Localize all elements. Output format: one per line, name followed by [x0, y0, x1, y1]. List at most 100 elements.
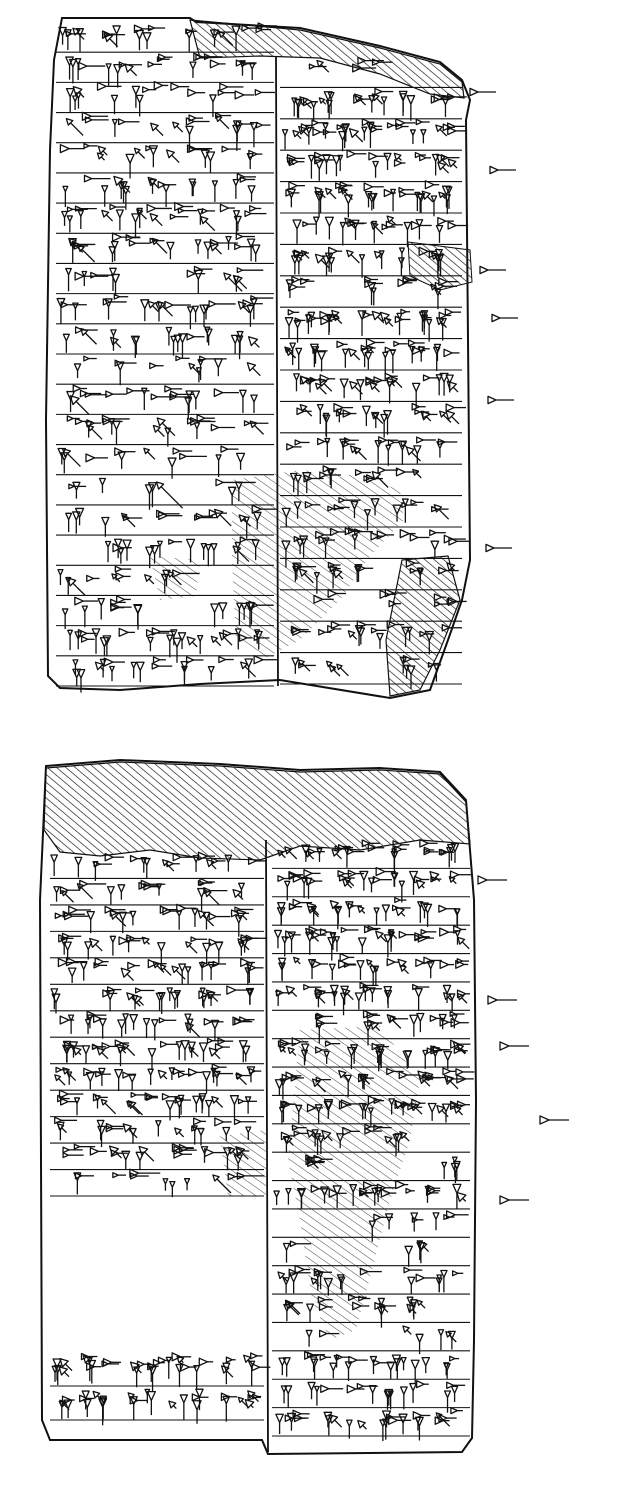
edge-wedge: [479, 265, 506, 275]
cuneiform-sign: [441, 1156, 461, 1184]
cuneiform-sign: [362, 1009, 383, 1046]
cuneiform-sign: [359, 866, 396, 893]
cuneiform-sign: [105, 387, 150, 398]
cuneiform-sign: [79, 1390, 104, 1418]
cuneiform-sign: [392, 498, 424, 523]
cuneiform-sign: [357, 925, 387, 955]
cuneiform-sign: [147, 53, 173, 68]
cuneiform-sign: [130, 656, 173, 683]
cuneiform-sign: [223, 1146, 250, 1171]
cuneiform-sign: [131, 203, 172, 239]
cuneiform-sign: [338, 1069, 352, 1098]
cuneiform-sign: [234, 628, 270, 650]
cuneiform-sign: [335, 181, 353, 218]
cuneiform-sign: [273, 1187, 292, 1206]
cuneiform-sign: [277, 1264, 311, 1294]
cuneiform-sign: [129, 854, 151, 879]
cuneiform-sign: [292, 562, 317, 584]
cuneiform-sign: [106, 884, 126, 905]
upper-damage-bottom-right: [385, 555, 461, 697]
cuneiform-sign: [61, 596, 99, 630]
cuneiform-sign: [310, 91, 335, 122]
cuneiform-sign: [339, 217, 367, 246]
cuneiform-sign: [84, 1010, 107, 1039]
cuneiform-sign: [185, 538, 218, 567]
cuneiform-sign: [92, 1093, 117, 1115]
cuneiform-sign: [232, 536, 260, 565]
cuneiform-sign: [434, 1407, 463, 1427]
cuneiform-sign: [443, 1381, 466, 1413]
cuneiform-sign: [399, 528, 430, 542]
cuneiform-sign: [354, 981, 382, 1010]
cuneiform-sign: [306, 902, 320, 926]
cuneiform-sign: [432, 1210, 469, 1231]
cuneiform-sign: [226, 985, 255, 1005]
cuneiform-sign: [306, 374, 336, 395]
upper-damage-top: [189, 19, 465, 99]
cuneiform-sign: [230, 906, 254, 937]
cuneiform-sign: [109, 267, 120, 296]
cuneiform-sign: [129, 1360, 151, 1388]
cuneiform-sign: [352, 56, 393, 73]
cuneiform-sign: [232, 120, 271, 151]
cuneiform-sign: [346, 249, 366, 278]
cuneiform-sign: [323, 1411, 343, 1436]
cuneiform-sign: [145, 538, 183, 569]
cuneiform-sign: [147, 1356, 170, 1392]
cuneiform-sign: [318, 620, 351, 636]
cuneiform-sign: [73, 1172, 95, 1195]
cuneiform-sign: [141, 385, 195, 411]
cuneiform-sign: [209, 28, 235, 48]
cuneiform-sign: [371, 310, 394, 327]
cuneiform-sign: [282, 1240, 312, 1263]
cuneiform-sign: [117, 1013, 139, 1037]
cuneiform-sign: [89, 1145, 128, 1159]
cuneiform-sign: [412, 983, 430, 1012]
cuneiform-sign: [370, 530, 395, 541]
cuneiform-sign: [185, 936, 208, 954]
cuneiform-sign: [240, 957, 264, 986]
cuneiform-sign: [356, 959, 380, 986]
cuneiform-sign: [364, 275, 384, 306]
cuneiform-sign: [369, 1355, 393, 1375]
cuneiform-sign: [329, 984, 354, 1016]
cuneiform-sign: [368, 1213, 394, 1242]
cuneiform-sign: [167, 447, 207, 479]
cuneiform-sign: [207, 655, 234, 681]
cuneiform-sign: [399, 654, 420, 689]
cuneiform-sign: [198, 1037, 234, 1063]
cuneiform-sign: [234, 89, 275, 100]
cuneiform-sign: [329, 1353, 368, 1382]
cuneiform-sign: [275, 1409, 310, 1435]
cuneiform-sign: [224, 854, 266, 872]
cuneiform-sign: [65, 86, 85, 113]
cuneiform-sign: [350, 498, 380, 530]
cuneiform-sign: [235, 59, 257, 81]
cuneiform-sign: [189, 52, 226, 78]
cuneiform-sign: [285, 181, 305, 208]
cuneiform-sign: [140, 299, 191, 322]
cuneiform-sign: [66, 384, 108, 416]
cuneiform-sign: [185, 28, 197, 52]
cuneiform-sign: [126, 987, 155, 1010]
cuneiform-sign: [325, 660, 349, 677]
cuneiform-sign: [435, 216, 469, 243]
cuneiform-sign: [339, 378, 363, 399]
cuneiform-sign: [443, 1355, 460, 1379]
cuneiform-sign: [150, 121, 184, 137]
cuneiform-sign: [192, 1093, 224, 1118]
cuneiform-sign: [246, 149, 263, 170]
cuneiform-sign: [414, 180, 440, 213]
cuneiform-sign: [371, 1042, 390, 1072]
cuneiform-sign: [53, 879, 107, 903]
cuneiform-sign: [280, 1385, 293, 1409]
cuneiform-sign: [126, 1091, 159, 1116]
cuneiform-sign: [327, 926, 359, 961]
cuneiform-sign: [383, 985, 393, 1009]
cuneiform-sign: [280, 1124, 309, 1153]
cuneiform-sign: [383, 186, 418, 212]
cuneiform-sign: [72, 659, 86, 693]
cuneiform-sign: [430, 93, 467, 117]
cuneiform-sign: [309, 343, 328, 372]
